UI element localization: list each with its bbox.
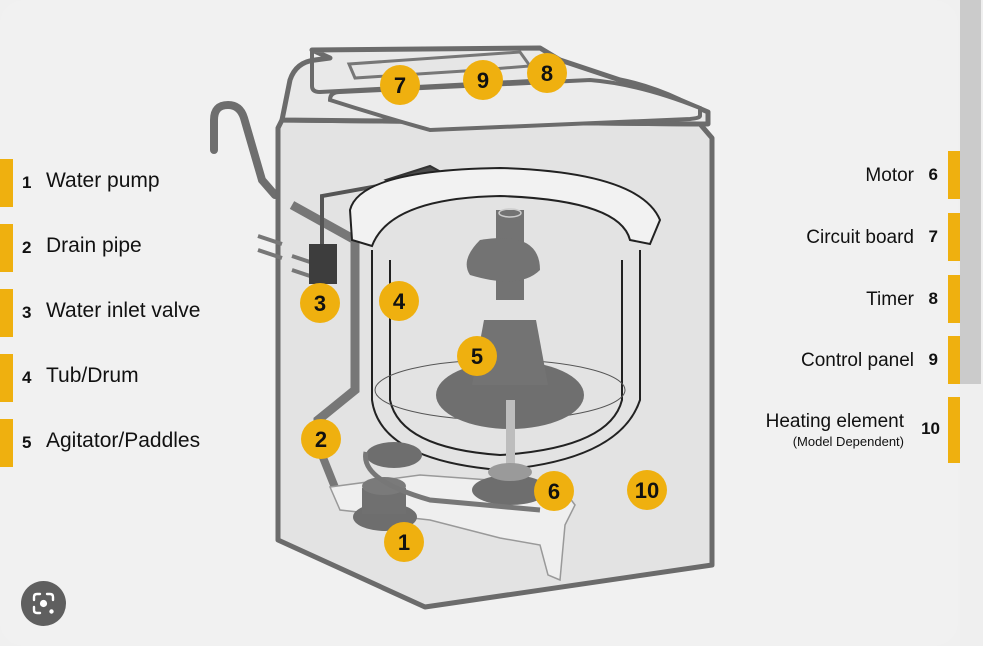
legend-number: 10 [921, 419, 940, 438]
callout-badge-6: 6 [534, 471, 574, 511]
legend-accent-bar [0, 159, 13, 207]
washing-machine-illustration: 7 9 8 3 4 5 2 6 10 1 [210, 45, 715, 610]
legend-item-water-pump: 1 Water pump [0, 159, 240, 207]
callout-badge-5: 5 [457, 336, 497, 376]
legend-item-timer: 8 Timer [740, 275, 960, 323]
legend-item-agitator: 5 Agitator/Paddles [0, 419, 240, 467]
legend-item-control-panel: 9 Control panel [740, 336, 960, 384]
legend-accent-bar [948, 336, 960, 384]
callout-number-8: 8 [541, 61, 553, 86]
agitator-auger [466, 238, 540, 282]
legend-accent-bar [948, 397, 960, 463]
motor-top [488, 463, 532, 481]
legend-item-circuit-board: 7 Circuit board [740, 213, 960, 261]
legend-number: 2 [22, 238, 32, 257]
agitator-top [498, 208, 522, 218]
callout-badge-7: 7 [380, 65, 420, 105]
legend-number: 9 [928, 350, 938, 369]
legend-accent-bar [0, 289, 13, 337]
legend-label: Drain pipe [46, 234, 142, 257]
legend-label: Water inlet valve [46, 299, 201, 322]
legend-item-tub-drum: 4 Tub/Drum [0, 354, 240, 402]
callout-number-3: 3 [314, 291, 326, 316]
water-pump-cap [362, 477, 406, 495]
agitator-base [436, 361, 584, 429]
inlet-connectors [257, 234, 317, 280]
google-lens-icon [32, 592, 55, 615]
lid [327, 77, 702, 133]
tub-rim [348, 166, 662, 248]
callout-number-5: 5 [471, 344, 483, 369]
legend-number: 8 [928, 289, 938, 308]
legend-label: Heating element [765, 411, 904, 432]
callout-badge-3: 3 [300, 283, 340, 323]
callout-number-7: 7 [394, 73, 406, 98]
legend-item-water-inlet-valve: 3 Water inlet valve [0, 289, 240, 337]
legend-label: Agitator/Paddles [46, 429, 201, 452]
legend-item-motor: 6 Motor [740, 151, 960, 199]
callout-number-6: 6 [548, 479, 560, 504]
legend-accent-bar [0, 419, 13, 467]
drive-belt [363, 451, 541, 513]
legend-number: 3 [22, 303, 32, 322]
legend-label: Water pump [46, 169, 160, 192]
inlet-hose [210, 100, 279, 199]
callout-badge-8: 8 [527, 53, 567, 93]
pump-top [366, 442, 422, 468]
callout-number-10: 10 [635, 478, 659, 503]
callout-badge-1: 1 [384, 522, 424, 562]
control-console [310, 50, 551, 95]
callout-badge-4: 4 [379, 281, 419, 321]
callout-number-4: 4 [393, 289, 406, 314]
drive-shaft [506, 400, 515, 470]
legend-number: 1 [22, 173, 32, 192]
legend-item-drain-pipe: 2 Drain pipe [0, 224, 240, 272]
legend-label: Motor [865, 165, 914, 186]
legend-label: Circuit board [806, 227, 914, 248]
callout-number-2: 2 [315, 427, 327, 452]
legend-accent-bar [948, 151, 960, 199]
legend-label: Timer [866, 289, 914, 310]
tub-inner-wall [389, 260, 623, 457]
callout-badge-9: 9 [463, 60, 503, 100]
callout-badge-2: 2 [301, 419, 341, 459]
legend-accent-bar [0, 224, 13, 272]
legend-note: (Model Dependent) [792, 434, 904, 449]
callout-number-9: 9 [477, 68, 489, 93]
legend-accent-bar [948, 275, 960, 323]
legend-number: 6 [928, 165, 938, 184]
motor-base [472, 475, 548, 505]
legend-accent-bar [0, 354, 13, 402]
legend-number: 7 [928, 227, 938, 246]
legend-item-heating-element: 10 Heating element (Model Dependent) [730, 397, 960, 463]
callout-number-1: 1 [398, 530, 410, 555]
legend-accent-bar [948, 213, 960, 261]
google-lens-button[interactable] [21, 581, 66, 626]
legend-label: Tub/Drum [46, 364, 139, 387]
inlet-valve [309, 244, 337, 284]
callout-badge-10: 10 [627, 470, 667, 510]
legend-number: 4 [22, 368, 32, 387]
scrollbar-thumb[interactable] [960, 0, 981, 384]
legend-number: 5 [22, 433, 32, 452]
legend-label: Control panel [800, 350, 914, 371]
